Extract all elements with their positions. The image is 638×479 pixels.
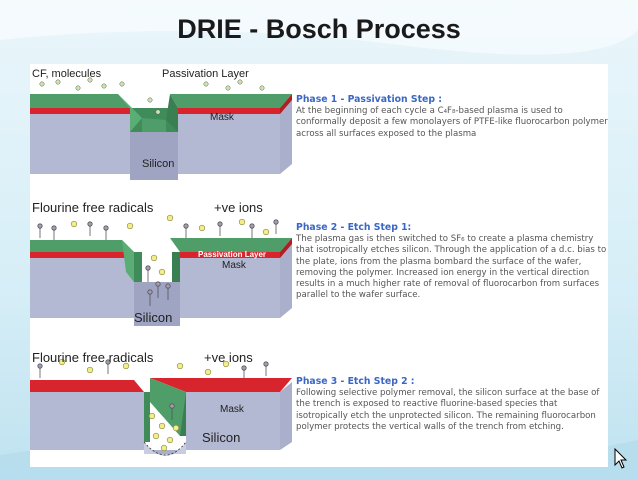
content-panel: CF, molecules Passivation Layer Mask Sil… [30,64,608,467]
phase1-label-molecules: CF, molecules [32,68,102,80]
phase3-diagram [30,358,292,456]
phase2-heading: Phase 2 - Etch Step 1: [296,222,412,233]
phase1-label-passivation: Passivation Layer [162,68,249,80]
phase3-label-silicon: Silicon [202,430,241,445]
phase3-heading: Phase 3 - Etch Step 2 : [296,376,415,387]
phase2-label-mask: Mask [222,260,246,271]
phase1-caption: Phase 1 - Passivation Step : At the begi… [296,94,608,140]
phase3-label-radicals: Flourine free radicals [32,350,154,365]
phase3-label-mask: Mask [220,404,244,415]
phase2-label-ions: +ve ions [214,200,263,215]
phase2-caption: Phase 2 - Etch Step 1: The plasma gas is… [296,222,608,301]
phase3-label-ions: +ve ions [204,350,253,365]
phase1-heading: Phase 1 - Passivation Step : [296,94,442,105]
phase1-text: At the beginning of each cycle a C₄F₈-ba… [296,106,608,139]
phase1-label-mask: Mask [210,112,234,123]
page-title: DRIE - Bosch Process [177,14,461,44]
phase1-diagram [30,77,292,180]
phase3-text: Following selective polymer removal, the… [296,388,600,432]
phase2-label-passivation: Passivation Layer [198,250,267,259]
mouse-pointer-icon [614,448,628,469]
phase3-caption: Phase 3 - Etch Step 2 : Following select… [296,376,608,433]
phase2-label-radicals: Flourine free radicals [32,200,154,215]
phase2-label-silicon: Silicon [134,310,173,325]
phase2-diagram [30,214,292,326]
phase1-label-silicon: Silicon [142,158,175,170]
phase2-text: The plasma gas is then switched to SF₆ t… [296,234,607,301]
